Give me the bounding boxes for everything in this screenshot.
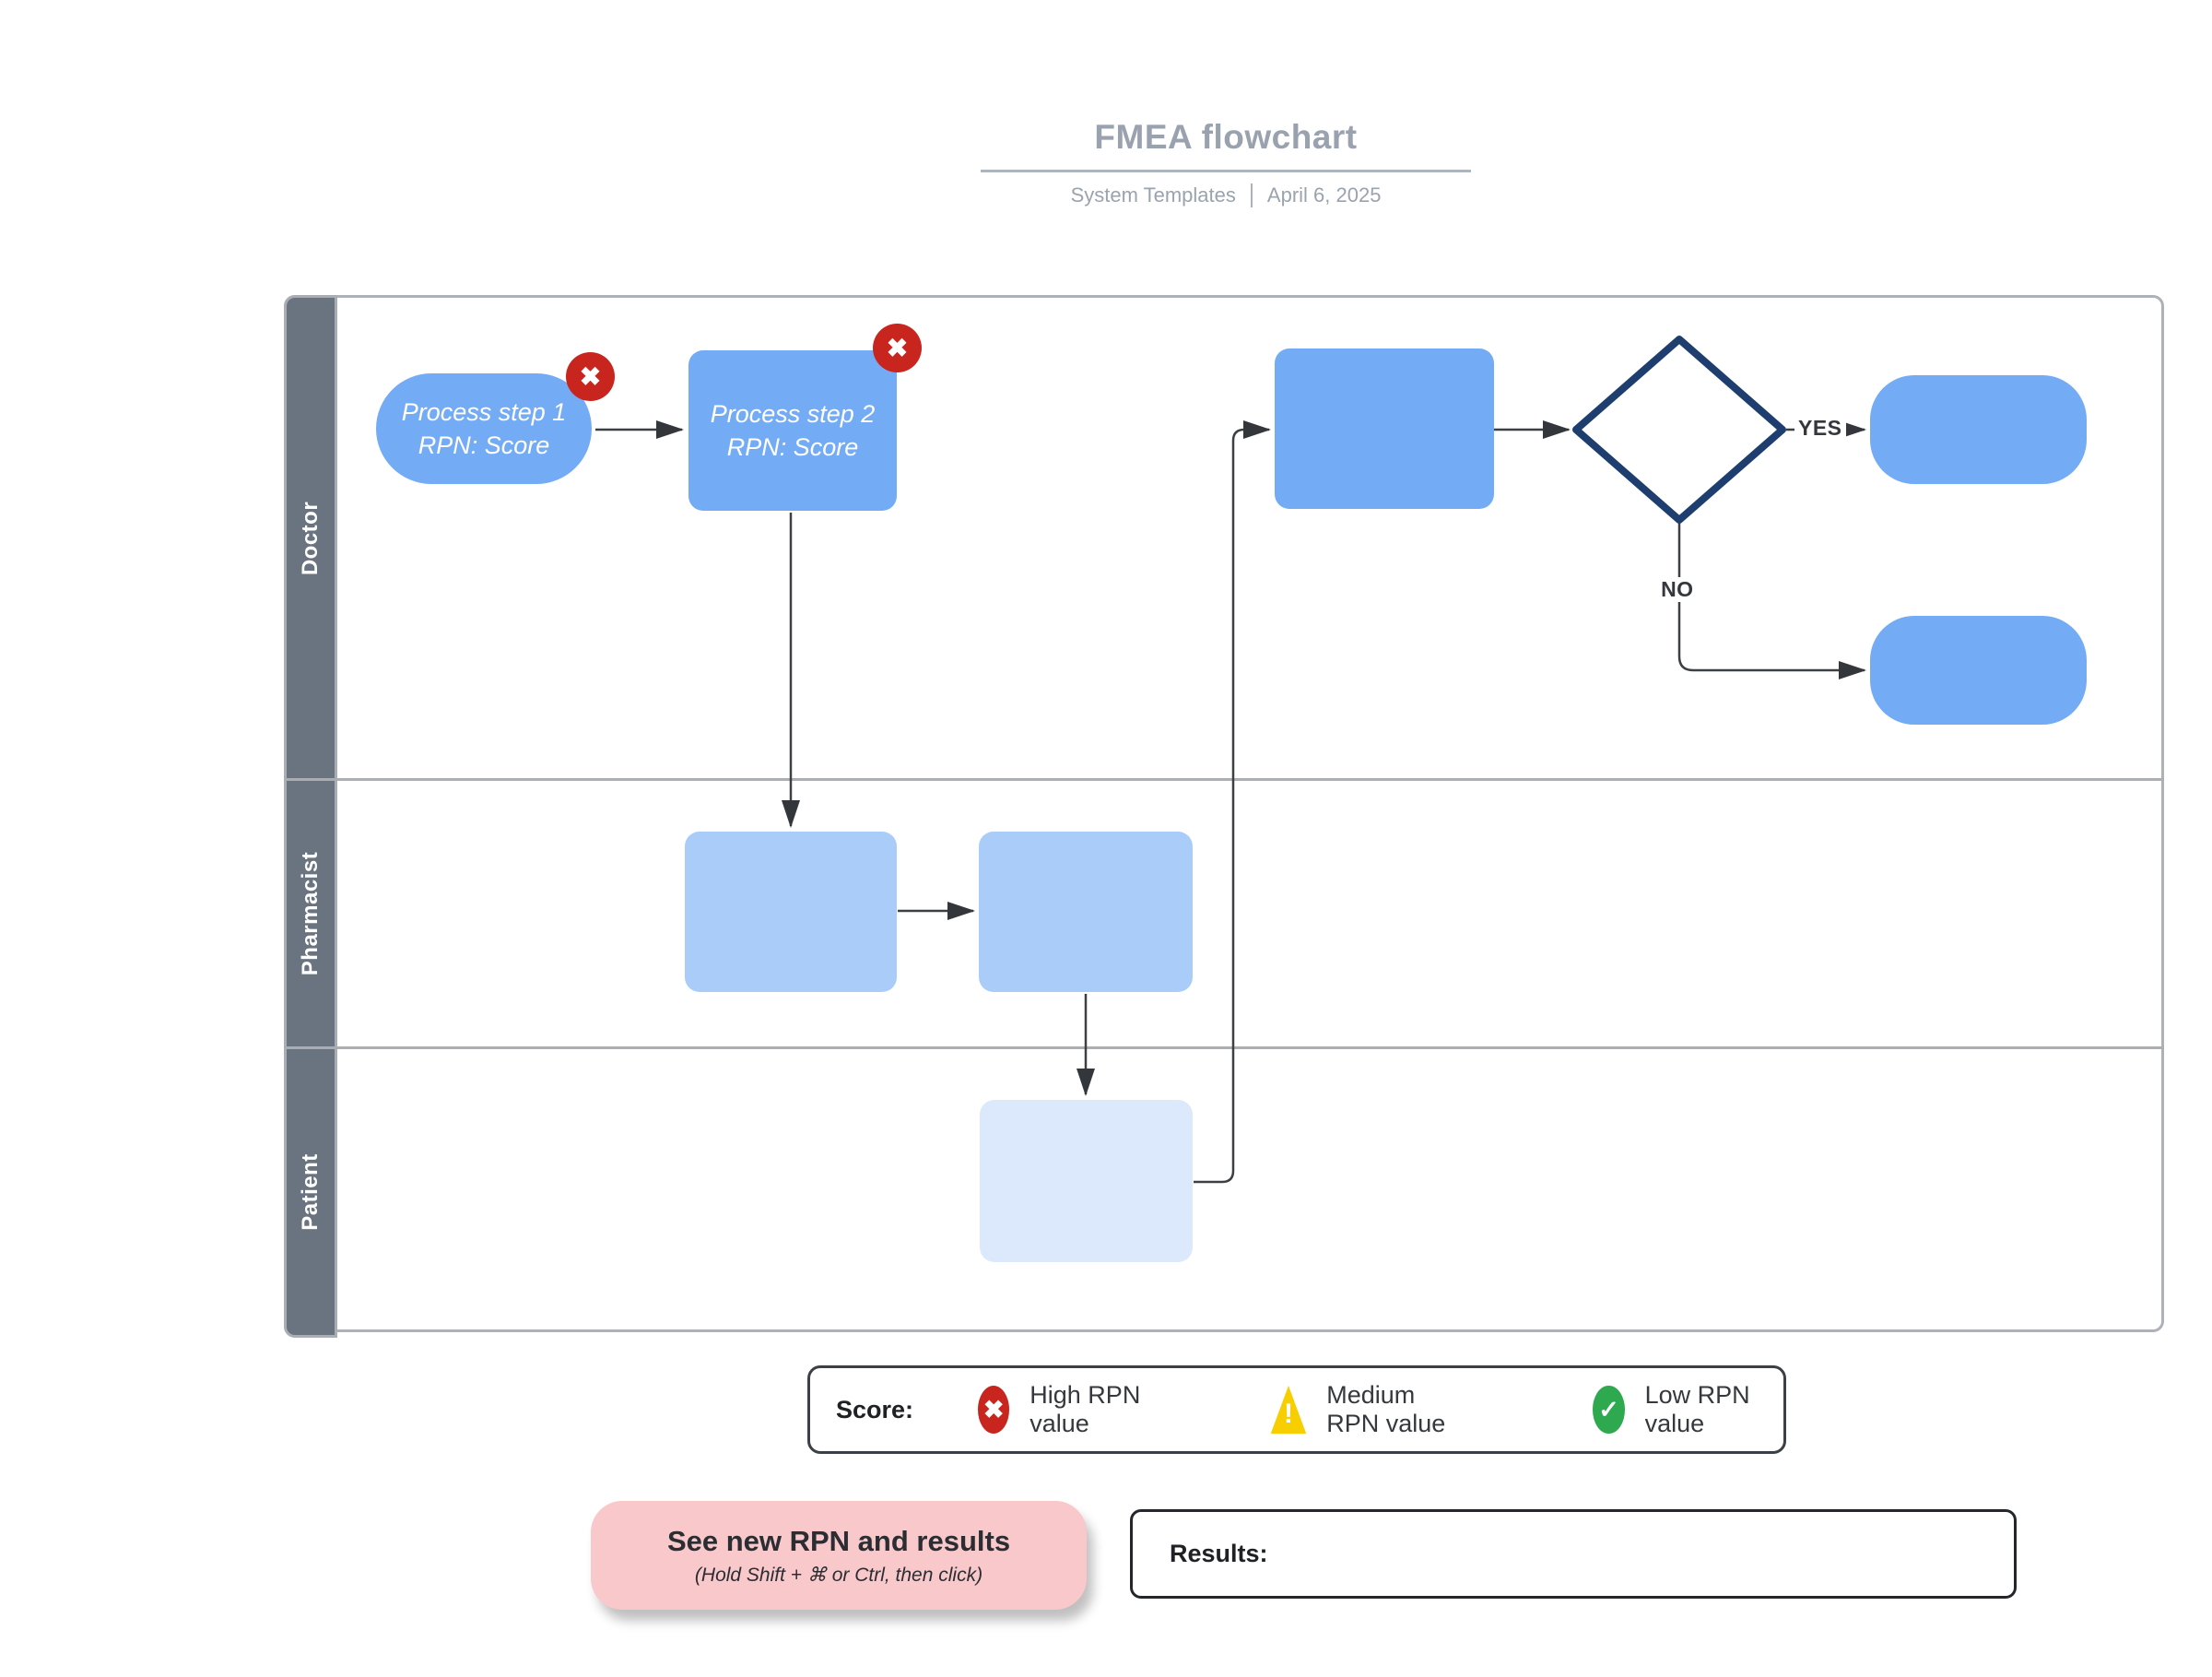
legend-item-medium: ! Medium RPN value bbox=[1270, 1381, 1469, 1438]
node-yes-terminator[interactable] bbox=[1870, 375, 2087, 484]
legend-label-medium: Medium RPN value bbox=[1326, 1381, 1446, 1437]
see-new-rpn-button-title: See new RPN and results bbox=[666, 1524, 1011, 1557]
node-process-step-2[interactable]: Process step 2 RPN: Score bbox=[688, 350, 897, 511]
legend-item-high: ✖ High RPN value bbox=[978, 1381, 1147, 1438]
node-process-step-1[interactable]: Process step 1 RPN: Score bbox=[376, 373, 592, 484]
lane-divider-pharmacist-patient bbox=[337, 1046, 2164, 1049]
results-label: Results: bbox=[1170, 1540, 1268, 1567]
node-process-step-2-rpn: RPN: Score bbox=[726, 433, 859, 461]
results-box: Results: bbox=[1130, 1509, 2017, 1599]
check-circle-icon: ✓ bbox=[1593, 1386, 1625, 1434]
score-legend: Score: ✖ High RPN value ! Medium RPN val… bbox=[807, 1365, 1786, 1454]
page-title: FMEA flowchart bbox=[1094, 118, 1358, 156]
lane-label-doctor: Doctor bbox=[298, 501, 323, 575]
legend-title: Score: bbox=[836, 1395, 914, 1423]
x-glyph: ✖ bbox=[982, 1395, 1005, 1423]
yes-label: YES bbox=[1794, 416, 1846, 441]
lane-label-patient: Patient bbox=[298, 1153, 324, 1231]
legend-label-low: Low RPN value bbox=[1644, 1381, 1750, 1437]
exclamation-glyph: ! bbox=[1283, 1399, 1293, 1429]
node-no-terminator[interactable] bbox=[1870, 616, 2087, 725]
subtitle-divider bbox=[1250, 183, 1253, 207]
see-new-rpn-button[interactable]: See new RPN and results (Hold Shift + ⌘ … bbox=[591, 1501, 1087, 1610]
no-label: NO bbox=[1657, 577, 1698, 602]
subtitle: System Templates April 6, 2025 bbox=[857, 183, 1594, 207]
high-rpn-badge-step2[interactable]: ✖ bbox=[873, 324, 922, 372]
node-pharmacist-box-2[interactable] bbox=[979, 832, 1193, 992]
node-process-step-1-title: Process step 1 bbox=[401, 397, 567, 426]
high-rpn-badge-step1[interactable]: ✖ bbox=[566, 352, 615, 401]
x-circle-icon: ✖ bbox=[978, 1386, 1010, 1434]
subtitle-date: April 6, 2025 bbox=[1266, 183, 1382, 207]
subtitle-author: System Templates bbox=[1070, 183, 1236, 207]
lane-divider-doctor-pharmacist bbox=[337, 778, 2164, 781]
see-new-rpn-button-subtitle: (Hold Shift + ⌘ or Ctrl, then click) bbox=[694, 1564, 983, 1586]
title-block: FMEA flowchart System Templates April 6,… bbox=[857, 118, 1594, 207]
check-glyph: ✓ bbox=[1598, 1395, 1619, 1423]
title-underline bbox=[981, 170, 1471, 172]
legend-item-low: ✓ Low RPN value bbox=[1593, 1381, 1758, 1438]
lane-header-doctor: Doctor bbox=[284, 295, 337, 781]
legend-label-high: High RPN value bbox=[1030, 1381, 1141, 1437]
x-icon: ✖ bbox=[886, 334, 909, 362]
node-patient-box[interactable] bbox=[980, 1100, 1193, 1262]
x-icon: ✖ bbox=[579, 362, 602, 391]
node-process-step-1-rpn: RPN: Score bbox=[418, 431, 550, 459]
node-doctor-box[interactable] bbox=[1275, 348, 1494, 509]
node-process-step-2-title: Process step 2 bbox=[710, 399, 876, 428]
warning-triangle-icon: ! bbox=[1270, 1386, 1307, 1434]
lane-header-patient: Patient bbox=[284, 1046, 337, 1338]
lane-label-pharmacist: Pharmacist bbox=[298, 851, 323, 976]
lane-header-pharmacist: Pharmacist bbox=[284, 778, 337, 1049]
node-pharmacist-box-1[interactable] bbox=[685, 832, 897, 992]
